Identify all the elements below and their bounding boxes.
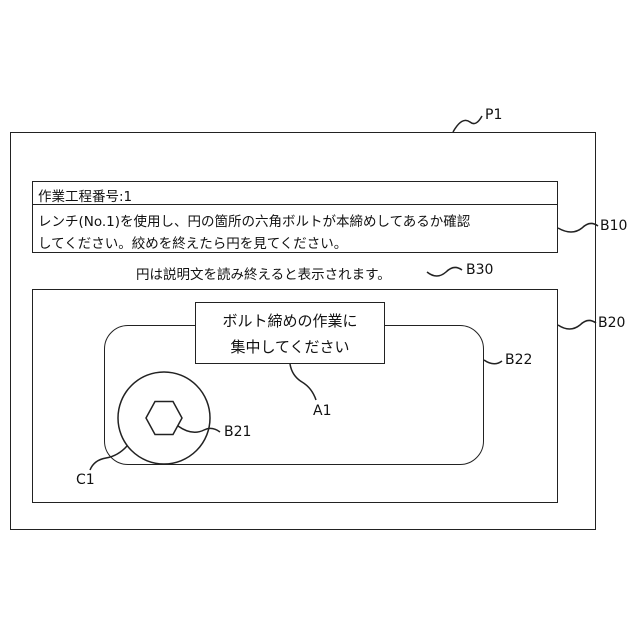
label-b30: B30 (466, 262, 493, 278)
leader-c1 (90, 446, 127, 470)
leader-b10 (558, 223, 598, 232)
label-b10: B10 (600, 218, 627, 234)
hexagon-bolt-icon (146, 402, 182, 435)
label-b22: B22 (505, 352, 532, 368)
highlight-circle-c1 (118, 372, 210, 464)
label-b20: B20 (598, 315, 625, 331)
label-p1: P1 (485, 107, 502, 123)
label-c1: C1 (76, 472, 95, 488)
leader-b21 (178, 426, 220, 432)
leader-a1 (290, 364, 316, 400)
leader-b22 (484, 360, 502, 364)
label-b21: B21 (224, 424, 251, 440)
leader-p1 (453, 116, 482, 132)
label-a1: A1 (313, 403, 331, 419)
leader-b30 (427, 267, 462, 276)
leader-b20 (558, 320, 596, 329)
